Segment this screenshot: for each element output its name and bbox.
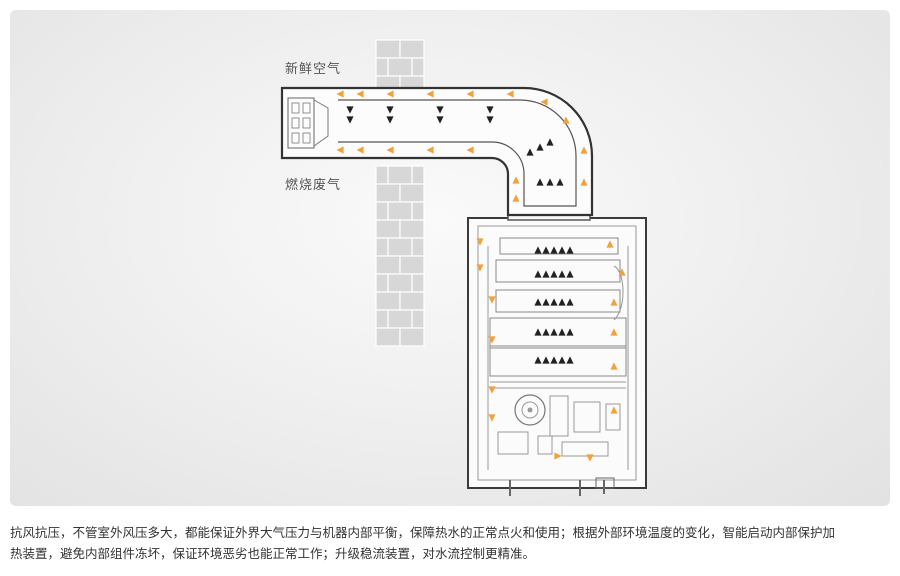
flow-arrow-icon <box>386 116 394 124</box>
flow-arrow-icon <box>386 90 394 98</box>
flow-arrow-icon <box>610 406 618 414</box>
flow-arrow-icon <box>386 106 394 114</box>
flow-arrow-icon <box>512 194 520 202</box>
brick-wall-icon <box>375 39 425 347</box>
flow-arrow-icon <box>526 148 534 156</box>
flow-arrow-icon <box>558 298 566 306</box>
flow-arrow-icon <box>558 328 566 336</box>
flow-arrow-icon <box>562 116 570 124</box>
flow-arrow-icon <box>550 356 558 364</box>
description-text: 抗风抗压，不管室外风压多大，都能保证外界大气压力与机器内部平衡，保障热水的正常点… <box>10 522 890 564</box>
flow-arrow-icon <box>536 178 544 186</box>
flow-arrow-icon <box>580 178 588 186</box>
flow-arrow-icon <box>426 90 434 98</box>
flow-arrow-icon <box>534 328 542 336</box>
flow-arrow-icon <box>542 298 550 306</box>
flow-arrow-icon <box>476 238 484 246</box>
flow-arrow-icon <box>386 146 394 154</box>
flow-arrow-icon <box>606 240 614 248</box>
flow-arrow-icon <box>610 328 618 336</box>
description-line-1: 抗风抗压，不管室外风压多大，都能保证外界大气压力与机器内部平衡，保障热水的正常点… <box>10 525 836 540</box>
flow-arrow-icon <box>586 454 594 462</box>
flow-arrow-icon <box>436 106 444 114</box>
flow-arrow-icon <box>554 452 562 460</box>
fresh-air-label: 新鲜空气 <box>285 62 342 77</box>
flow-arrow-icon <box>550 270 558 278</box>
flow-arrow-icon <box>336 146 344 154</box>
flow-arrow-icon <box>546 138 554 146</box>
flow-arrow-icon <box>558 356 566 364</box>
flow-arrow-icon <box>506 90 514 98</box>
flow-arrow-icon <box>566 328 574 336</box>
flow-arrow-icon <box>558 246 566 254</box>
flow-arrow-icon <box>466 90 474 98</box>
flow-arrow-icon <box>556 178 564 186</box>
flow-arrow-icon <box>426 146 434 154</box>
flow-arrow-icon <box>436 116 444 124</box>
flow-arrow-icon <box>542 328 550 336</box>
flue-diagram <box>280 39 647 496</box>
fan-icon <box>514 394 546 426</box>
flow-arrow-icon <box>566 356 574 364</box>
flow-arrow-icon <box>542 246 550 254</box>
flow-arrow-icon <box>542 356 550 364</box>
flow-arrow-icon <box>346 116 354 124</box>
flow-arrow-icon <box>534 270 542 278</box>
flow-arrow-icon <box>566 298 574 306</box>
flow-arrow-icon <box>610 362 618 370</box>
flow-arrow-icon <box>488 414 496 422</box>
flow-arrow-icon <box>346 106 354 114</box>
flow-arrow-icon <box>488 386 496 394</box>
flow-arrow-icon <box>550 298 558 306</box>
flow-arrow-icon <box>488 296 496 304</box>
flow-arrow-icon <box>476 264 484 272</box>
flow-arrow-icon <box>486 106 494 114</box>
flow-arrow-icon <box>536 143 544 151</box>
flow-arrow-icon <box>558 270 566 278</box>
water-heater-icon <box>467 191 647 496</box>
description-line-2: 热装置，避免内部组件冻坏，保证环境恶劣也能正常工作；升级稳流装置，对水流控制更精… <box>10 546 536 561</box>
flow-arrow-icon <box>566 270 574 278</box>
flow-arrow-icon <box>512 176 520 184</box>
flow-arrow-icon <box>486 116 494 124</box>
flow-arrow-icon <box>580 146 588 154</box>
flow-arrow-icon <box>610 298 618 306</box>
flow-arrow-icon <box>618 268 626 276</box>
flow-arrow-icon <box>466 146 474 154</box>
flow-arrow-icon <box>566 246 574 254</box>
flow-arrow-icon <box>534 356 542 364</box>
flow-arrow-icon <box>356 90 364 98</box>
flow-arrow-icon <box>336 90 344 98</box>
flow-arrow-icon <box>542 270 550 278</box>
flow-arrow-icon <box>356 146 364 154</box>
flow-arrow-icon <box>550 328 558 336</box>
airflow-arrows <box>336 90 626 462</box>
flow-arrow-icon <box>540 98 548 106</box>
flow-arrow-icon <box>488 336 496 344</box>
diagram-panel: 新鲜空气 燃烧废气 <box>10 10 890 506</box>
flow-arrow-icon <box>534 246 542 254</box>
flow-arrow-icon <box>550 246 558 254</box>
flow-arrow-icon <box>546 178 554 186</box>
exhaust-label: 燃烧废气 <box>285 178 342 193</box>
flow-arrow-icon <box>534 298 542 306</box>
